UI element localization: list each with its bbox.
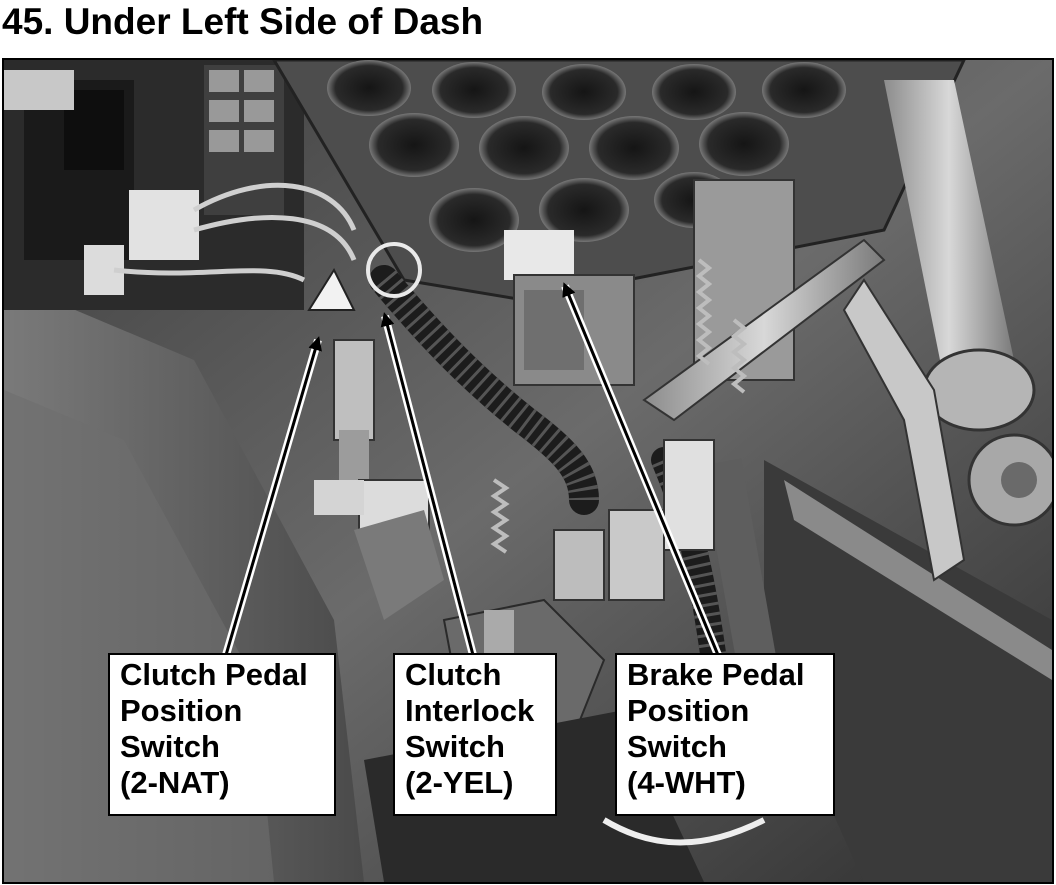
- steering-column: [884, 80, 1052, 527]
- callout-line: Position: [627, 693, 750, 728]
- callout-line: Switch: [405, 729, 505, 764]
- callout-line: Clutch: [405, 657, 502, 692]
- callout-line: Switch: [627, 729, 727, 764]
- callout-line: Interlock: [405, 693, 535, 728]
- callout-line: (2-NAT): [120, 765, 230, 800]
- callout-brake-pedal-position-switch: Brake Pedal Position Switch (4-WHT): [615, 653, 835, 816]
- callout-line: (4-WHT): [627, 765, 746, 800]
- callout-line: Brake Pedal: [627, 657, 805, 692]
- callout-line: (2-YEL): [405, 765, 514, 800]
- wiring: [113, 182, 357, 283]
- callout-line: Clutch Pedal: [120, 657, 308, 692]
- callout-clutch-interlock-switch: Clutch Interlock Switch (2-YEL): [393, 653, 557, 816]
- floor-wire: [602, 817, 766, 846]
- callout-line: Position: [120, 693, 243, 728]
- fuse-box: [4, 60, 304, 310]
- callout-clutch-pedal-position-switch: Clutch Pedal Position Switch (2-NAT): [108, 653, 336, 816]
- right-trim-panel: [764, 460, 1052, 882]
- figure-title: 45. Under Left Side of Dash: [2, 1, 484, 42]
- callout-line: Switch: [120, 729, 220, 764]
